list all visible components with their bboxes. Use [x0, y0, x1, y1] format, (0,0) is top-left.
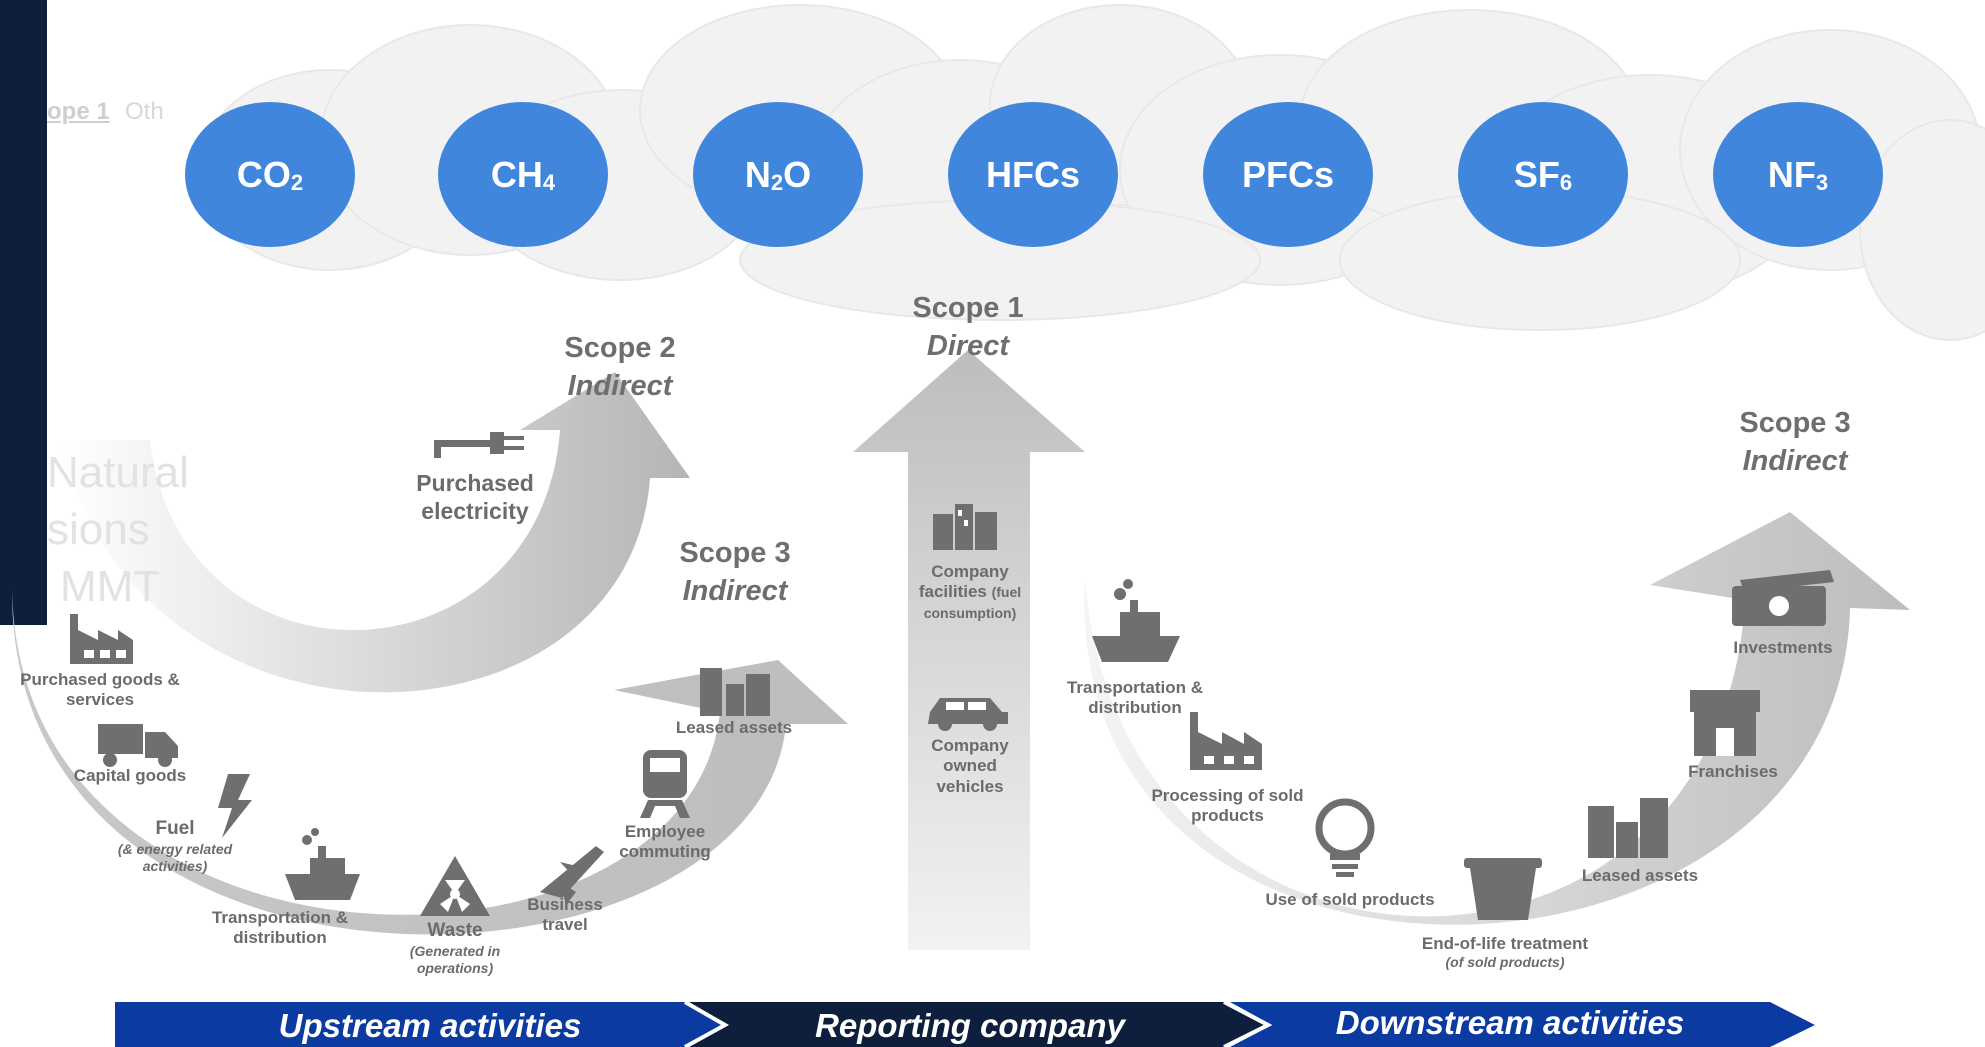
ghost-other-fragment: Oth — [125, 98, 164, 125]
end-of-life-text: End-of-life treatment — [1421, 934, 1589, 953]
franchises-label: Franchises — [1688, 762, 1778, 781]
end-of-life-label: End-of-life treatment (of sold products) — [1400, 934, 1610, 971]
downstream-leased-assets-label: Leased assets — [1581, 866, 1699, 885]
dark-side-panel — [0, 0, 47, 625]
scope2-title: Scope 2 Indirect — [520, 330, 720, 405]
scope1-subtitle: Direct — [926, 329, 1010, 362]
scope3-downstream-title-text: Scope 3 — [1739, 407, 1851, 439]
gas-formula: HFCs — [985, 153, 1080, 195]
gas-circle: PFCs — [1203, 102, 1373, 247]
waste-text: Waste — [427, 920, 483, 941]
processing-sold-products-label: Processing of sold products — [1151, 786, 1304, 826]
use-sold-products-label: Use of sold products — [1265, 890, 1435, 909]
scope2-arc — [60, 372, 690, 693]
downstream-arc — [1084, 512, 1910, 925]
company-facilities-text: Company facilities — [918, 562, 1009, 602]
scope2-subtitle: Indirect — [567, 369, 673, 402]
end-of-life-note: (of sold products) — [1445, 954, 1565, 971]
investments-label: Investments — [1733, 638, 1833, 657]
ghost-natural: Natural — [47, 448, 189, 497]
gas-formula: NF — [1767, 153, 1816, 195]
waste-note: (Generated in operations) — [409, 942, 501, 976]
employee-commuting-label: Employee commuting — [619, 822, 711, 862]
company-vehicles-label: Company owned vehicles — [931, 736, 1009, 796]
reporting-company-label: Reporting company — [815, 1007, 1125, 1044]
purchased-electricity-label: Purchased electricity — [416, 470, 534, 524]
gas-formula-tail: O — [783, 153, 812, 195]
gas-formula: N — [744, 153, 771, 195]
scope2-title-text: Scope 2 — [564, 332, 676, 364]
company-facilities-label: Company facilities (fuel consumption) — [900, 562, 1040, 623]
gas-formula: SF — [1513, 153, 1560, 195]
ghost-mmt: MMT — [60, 562, 161, 611]
upstream-transport-label: Transportation & distribution — [211, 908, 348, 948]
fuel-note: (& energy related activities) — [117, 840, 233, 874]
downstream-transport-label: Transportation & distribution — [1066, 678, 1203, 718]
downstream-activities-label: Downstream activities — [1335, 1004, 1685, 1041]
gas-circle: HFCs — [948, 102, 1118, 247]
gas-subscript: 6 — [1559, 169, 1573, 195]
ghost-sions: sions — [47, 505, 150, 554]
gas-formula: PFCs — [1241, 153, 1335, 195]
gas-subscript: 4 — [542, 169, 556, 195]
capital-goods-label: Capital goods — [73, 766, 187, 785]
company-facilities-note: (fuel consumption) — [923, 584, 1022, 621]
scope1-title: Scope 1 Direct — [868, 290, 1068, 365]
gas-subscript: 2 — [290, 169, 304, 195]
scope3-upstream-title-text: Scope 3 — [679, 537, 791, 569]
banner-downstream — [1230, 1002, 1815, 1047]
scope3-upstream-subtitle: Indirect — [682, 574, 788, 607]
gas-subscript: 3 — [1815, 169, 1829, 195]
scope3-upstream-title: Scope 3 Indirect — [635, 535, 835, 610]
banner-reporting — [688, 1002, 1268, 1047]
fuel-label: Fuel (& energy related activities) — [100, 818, 250, 874]
banner-upstream — [115, 1002, 725, 1047]
scope3-downstream-subtitle: Indirect — [1742, 444, 1848, 477]
gas-formula: CH — [490, 153, 543, 195]
gas-formula: CO — [236, 153, 291, 195]
ghost-scope-fragment: ope 1 — [47, 98, 110, 125]
scope3-downstream-title: Scope 3 Indirect — [1695, 405, 1895, 480]
upstream-leased-assets-label: Leased assets — [675, 718, 793, 737]
waste-label: Waste (Generated in operations) — [390, 920, 520, 976]
gas-subscript: 2 — [770, 169, 784, 195]
business-travel-label: Business travel — [527, 895, 603, 935]
purchased-goods-label: Purchased goods & services — [20, 670, 180, 710]
upstream-activities-label: Upstream activities — [278, 1007, 582, 1044]
fuel-text: Fuel — [155, 818, 195, 839]
scope1-arrow — [853, 350, 1085, 950]
scope1-title-text: Scope 1 — [912, 292, 1024, 324]
